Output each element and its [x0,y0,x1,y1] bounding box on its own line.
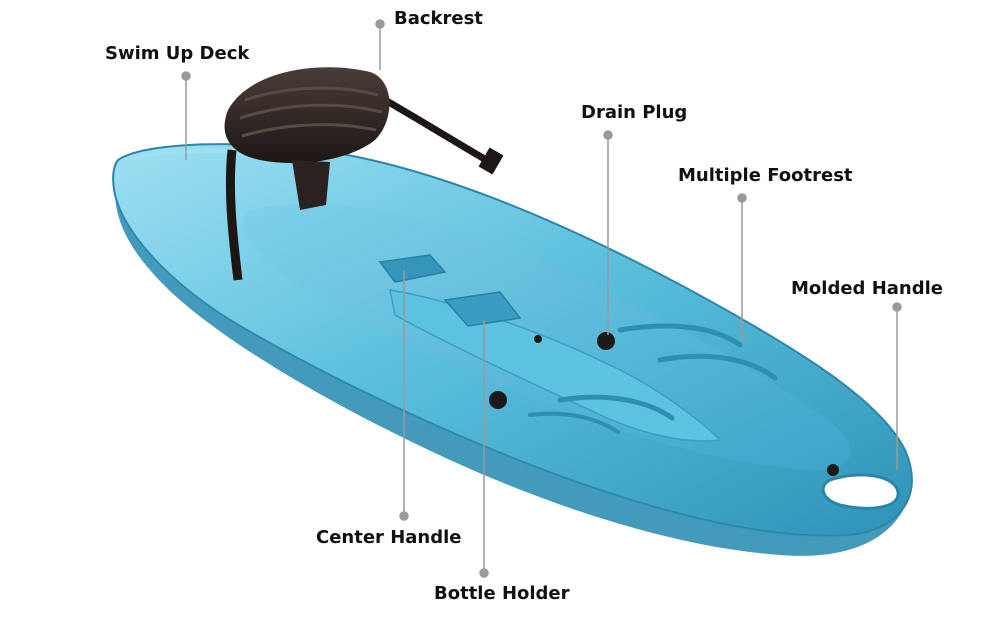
swim-up-deck-label: Swim Up Deck [105,43,250,64]
footrest-ridge-1 [617,323,743,348]
backrest-mount [292,160,330,210]
footrest-ridge-3 [557,394,675,421]
backrest-seat [224,67,390,164]
drain-plug [597,332,615,350]
drain-plug-small [534,335,542,343]
footrest-ridge-4 [528,411,620,434]
multiple-footrest-label: Multiple Footrest [678,165,853,186]
backrest-label: Backrest [394,8,483,29]
backrest-ribs [239,86,383,138]
molded-handle-shape [821,473,900,510]
backrest-leader-dot [375,19,385,29]
bottle-holder-recess [443,291,522,327]
seat-strap-right [383,96,497,169]
drain-plug-label: Drain Plug [581,102,688,123]
center-handle-label: Center Handle [316,527,462,548]
swim-up-deck-leader-dot [181,71,191,81]
molded-handle-label: Molded Handle [791,278,943,299]
bottle-holder-leader-dot [479,568,489,578]
multiple-footrest-leader-dot [737,193,747,203]
swim-up-deck-ridge [129,148,251,160]
bow-hole [827,464,839,476]
center-handle-leader-dot [399,511,409,521]
molded-handle-leader-dot [892,302,902,312]
drain-plug-leader-dot [603,130,613,140]
drain-plug-lower [489,391,507,409]
seat-strap-left [225,149,243,281]
strap-buckle [478,147,504,175]
footrest-ridge-2 [657,353,778,381]
center-handle-recess [378,254,447,283]
bottle-holder-label: Bottle Holder [434,583,570,604]
kayak-hull-side [115,195,908,556]
